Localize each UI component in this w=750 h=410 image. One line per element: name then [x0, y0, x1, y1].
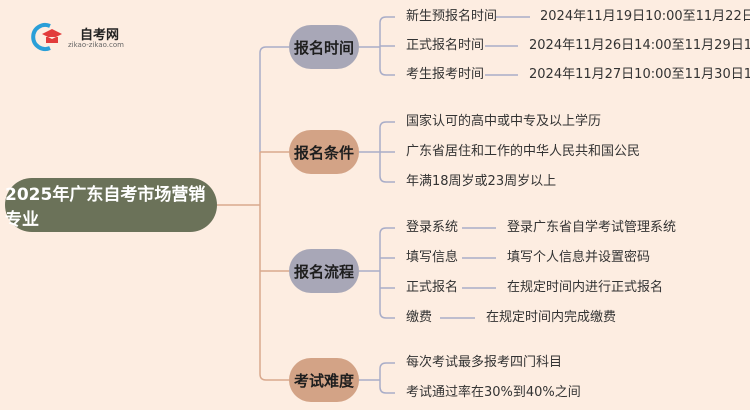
leaf-label: 考生报考时间	[406, 67, 485, 82]
leaf-label: 考试通过率在30%到40%之间	[406, 385, 581, 400]
leaf-label: 新生预报名时间	[406, 9, 498, 24]
leaf-label: 广东省居住和工作的中华人民共和国公民	[406, 144, 641, 159]
logo-title: 自考网	[80, 28, 120, 43]
leaf-value: 2024年11月19日10:00至11月22日12:00	[540, 9, 750, 24]
logo-subtitle: zikao-zikao.com	[68, 41, 124, 49]
branch-registration-time: 报名时间	[289, 25, 359, 69]
leaf-label: 每次考试最多报考四门科目	[406, 355, 563, 370]
leaf-label: 填写信息	[406, 250, 459, 265]
leaf-label: 国家认可的高中或中专及以上学历	[406, 114, 602, 129]
leaf-label: 正式报名	[406, 280, 459, 295]
leaf-label: 正式报名时间	[406, 38, 485, 53]
leaf-value: 填写个人信息并设置密码	[507, 250, 651, 265]
leaf-label: 登录系统	[406, 220, 459, 235]
root-node: 2025年广东自考市场营销专业	[5, 178, 217, 232]
leaf-value: 在规定时间内完成缴费	[486, 310, 617, 325]
leaf-label: 年满18周岁或23周岁以上	[406, 174, 557, 189]
branch-exam-difficulty: 考试难度	[289, 358, 359, 402]
branch-registration-conditions: 报名条件	[289, 130, 359, 174]
logo	[30, 22, 140, 52]
leaf-value: 2024年11月27日10:00至11月30日17:00	[529, 67, 750, 82]
leaf-value: 2024年11月26日14:00至11月29日17:00	[529, 38, 750, 53]
leaf-value: 在规定时间内进行正式报名	[507, 280, 664, 295]
leaf-label: 缴费	[406, 310, 433, 325]
leaf-value: 登录广东省自学考试管理系统	[507, 220, 677, 235]
branch-registration-process: 报名流程	[289, 249, 359, 293]
graduation-cap-icon	[31, 23, 62, 51]
